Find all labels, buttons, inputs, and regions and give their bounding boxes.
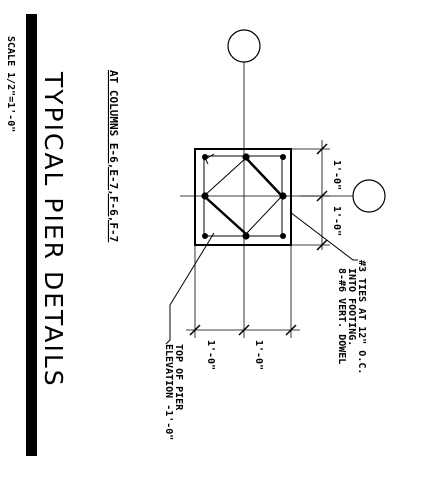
rebar-dot	[279, 192, 287, 200]
dimension-bottom	[186, 245, 300, 338]
rebar-dot	[242, 232, 250, 240]
pier-leader	[165, 232, 215, 345]
rebar-dot	[201, 192, 209, 200]
dimension-right	[291, 140, 330, 251]
dimension-label-upper: 1'-0"	[331, 160, 342, 190]
rebar-dot	[202, 233, 208, 239]
ties-note-line1: #3 TIES AT 12" O.C.	[356, 260, 367, 374]
dimension-label-bottom-left: 1'-0"	[205, 340, 216, 370]
rebar-group	[201, 153, 287, 240]
grid-bubble-top	[227, 29, 261, 63]
pier-note-line2: ELEVATION -1'-0"	[163, 344, 174, 440]
scale-text: SCALE 1/2"=1'-0"	[5, 36, 16, 132]
pier-note-line1: TOP OF PIER	[173, 344, 184, 411]
grid-bubble-right	[352, 179, 386, 213]
dimension-label-bottom-right: 1'-0"	[253, 340, 264, 370]
title-bar	[26, 14, 37, 456]
rebar-dot	[202, 154, 208, 160]
pier-outline	[194, 148, 292, 246]
dimension-label-lower: 1'-0"	[331, 206, 342, 236]
tie-diagonal-upper	[245, 157, 283, 197]
detail-subtitle: AT COLUMNS E-6,E-7,F-6,F-7	[107, 70, 120, 242]
tie-diagonal-lower	[203, 195, 247, 235]
page-title: TYPICAL PIER DETAILS	[39, 71, 68, 388]
ties-note-line3: 8-#6 VERT. DOWEL	[336, 268, 347, 364]
ties-note-line2: INTO FOOTING.	[346, 268, 357, 346]
rebar-dot	[280, 154, 286, 160]
rebar-dot	[242, 153, 250, 161]
rebar-dot	[280, 233, 286, 239]
ties-leader	[289, 211, 358, 261]
